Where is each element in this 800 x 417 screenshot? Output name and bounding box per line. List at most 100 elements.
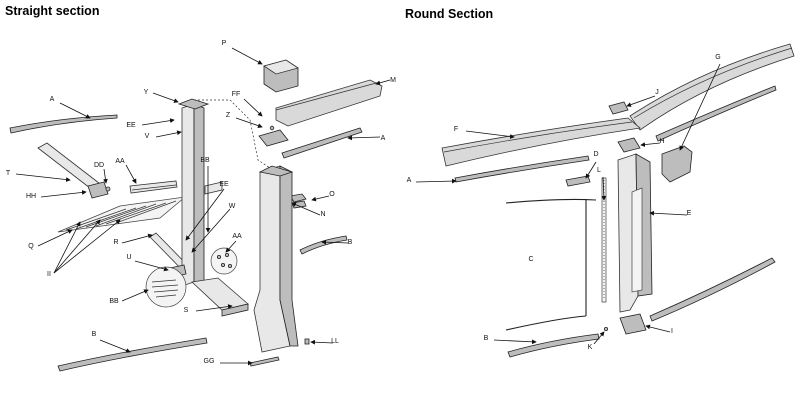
part-aa-channel-edge: [131, 184, 177, 191]
callout-label: W: [229, 203, 236, 210]
callout-straight-bb: BB: [109, 289, 149, 305]
callout-straight-n: N: [291, 202, 326, 218]
part-b-rail-left: [57, 337, 208, 372]
callout-label: BB: [200, 157, 210, 164]
callout-round-e: E: [649, 210, 692, 217]
part-w-bracket: [204, 181, 223, 195]
part-gg-pin: [249, 356, 280, 367]
callout-pointer: [225, 240, 237, 253]
callout-pointer: [375, 79, 391, 86]
part-o-cap: [289, 193, 307, 203]
part-aa-screws: [216, 252, 232, 268]
callout-label: L: [597, 167, 601, 174]
callout-label: Z: [226, 112, 231, 119]
callout-round-a: A: [407, 177, 457, 184]
callout-label: GG: [204, 358, 215, 365]
callout-label: II: [47, 271, 51, 278]
round-section-parts: [441, 43, 795, 358]
part-bb-bolts: [151, 279, 179, 298]
callout-label: Y: [144, 89, 149, 96]
assembly-guide-line: [194, 99, 271, 169]
callout-pointer: [310, 339, 334, 345]
callout-label: HH: [26, 193, 36, 200]
callout-round-h: H: [640, 138, 665, 147]
part-dd-screw: [105, 186, 111, 192]
callout-label: E: [687, 210, 692, 217]
callout-straight-ee: EE: [126, 118, 175, 129]
part-f-top-seat-edge: [443, 121, 633, 153]
callout-label: B: [92, 331, 97, 338]
callout-straight-r: R: [113, 233, 153, 246]
callout-label: P: [222, 40, 227, 47]
callout-straight-s: S: [184, 304, 233, 314]
callout-label: A: [50, 96, 55, 103]
callout-straight-u: U: [126, 254, 169, 272]
callout-straight-ee: EE: [185, 181, 229, 241]
part-g-rail-strip: [655, 85, 777, 142]
callout-round-g: G: [679, 54, 721, 151]
callout-label: I: [671, 328, 673, 335]
part-a-round-rail-strip: [454, 155, 590, 183]
callout-straight-m: M: [375, 77, 396, 86]
callout-round-k: K: [588, 331, 605, 351]
part-m-top-seat-edge: [275, 81, 381, 111]
callout-straight-ff: FF: [232, 91, 263, 117]
callout-round-c: C: [528, 256, 533, 263]
callout-pointer: [121, 289, 149, 302]
callout-pointer: [141, 118, 175, 126]
callout-pointer: [291, 202, 321, 216]
part-b-round-rail-left: [507, 333, 600, 358]
callout-pointer-extra: [53, 219, 101, 274]
part-n-post-top: [258, 165, 294, 177]
callout-straight-gg: GG: [204, 358, 253, 366]
callout-straight-a: A: [347, 135, 386, 142]
straight-section-parts: [9, 59, 383, 372]
callout-label: U: [126, 254, 131, 261]
callout-label: Q: [28, 243, 34, 250]
part-s-bottom-plate-side: [221, 303, 249, 317]
part-k-pin: [604, 326, 609, 331]
callout-pointer: [155, 130, 182, 138]
callout-label: B: [484, 335, 489, 342]
callout-pointer: [311, 195, 330, 202]
callout-pointer: [103, 168, 108, 184]
callout-pointer: [640, 142, 661, 147]
callout-pointer: [231, 47, 263, 65]
callout-pointer: [601, 176, 607, 201]
callout-pointer: [99, 339, 131, 353]
part-z-screw: [269, 125, 275, 131]
callout-pointer: [415, 178, 457, 184]
callout-straight-w: W: [191, 203, 236, 253]
part-ll-foot: [304, 338, 310, 345]
callout-pointer-extra: [53, 221, 81, 274]
part-g-top-seat: [629, 43, 795, 131]
callout-pointer: [59, 102, 91, 119]
callout-pointer: [243, 98, 263, 117]
part-y-cap: [177, 98, 210, 110]
callout-label: AA: [232, 233, 242, 240]
callout-label: BB: [109, 298, 119, 305]
part-c-pool-wall: [505, 198, 597, 204]
part-c-pool-wall-bottom: [505, 315, 587, 331]
callout-pointer: [121, 233, 153, 244]
callout-straight-p: P: [222, 40, 263, 65]
callout-layer: PMAYEEVFFZATDDAAHHBBEEOWNQRAABIIUBBSBLLG…: [6, 40, 721, 366]
callout-pointer: [40, 190, 87, 198]
part-b-rail-right: [299, 235, 348, 255]
callout-label: A: [407, 177, 412, 184]
callout-pointer: [465, 130, 515, 139]
part-ff-bracket: [258, 129, 289, 147]
callout-pointer: [195, 304, 233, 312]
callout-straight-v: V: [145, 130, 182, 140]
part-aa-channel: [129, 180, 178, 194]
callout-round-b: B: [484, 335, 537, 345]
callout-label: N: [320, 211, 325, 218]
callout-label: C: [528, 256, 533, 263]
callout-label: T: [6, 170, 11, 177]
part-b-round-rail-right: [649, 257, 776, 322]
callout-straight-aa: AA: [115, 158, 137, 184]
callout-round-l: L: [597, 167, 607, 201]
callout-label: R: [113, 239, 118, 246]
callout-label: J: [655, 89, 659, 96]
